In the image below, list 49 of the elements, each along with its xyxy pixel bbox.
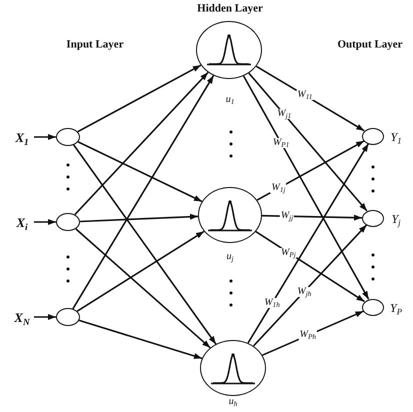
input-neuron xyxy=(56,128,80,146)
arrow xyxy=(72,75,214,310)
weight-label: W$_{1h}$ xyxy=(263,298,281,308)
layer-title: Output Layer xyxy=(337,40,403,50)
arrow xyxy=(248,72,368,212)
weight-label: W$_{Pj}$ xyxy=(280,248,297,258)
input-neuron xyxy=(56,213,80,231)
arrow xyxy=(80,214,198,222)
weight-label: W$_{Ph}$ xyxy=(298,330,317,340)
hidden-unit-label: u$_{j}$ xyxy=(226,252,234,262)
arrow xyxy=(255,230,365,302)
arrow xyxy=(242,76,370,300)
arrow xyxy=(74,72,209,216)
hidden-unit-label: u$_{h}$ xyxy=(228,397,238,407)
arrow xyxy=(78,320,202,360)
output-variable-label: Y$_{j}$ xyxy=(391,213,401,225)
arrow xyxy=(252,224,368,347)
weight-label: W$_{jh}$ xyxy=(296,286,312,297)
arrow xyxy=(34,314,56,320)
weight-label: W$_{11}$ xyxy=(296,90,314,100)
weight-label: W$_{P1}$ xyxy=(272,138,290,148)
hidden-unit-label: u$_{1}$ xyxy=(226,95,234,105)
hidden-neuron xyxy=(196,21,262,79)
arrow xyxy=(78,141,202,202)
arrow xyxy=(77,64,202,132)
weight-label: W$_{jj}$ xyxy=(280,211,294,222)
arrow xyxy=(76,230,204,312)
arrow xyxy=(262,214,362,221)
hidden-neuron xyxy=(200,340,266,396)
arrow xyxy=(34,134,56,140)
weight-label: W$_{1j}$ xyxy=(270,183,286,194)
arrow xyxy=(262,310,364,356)
input-neuron xyxy=(56,308,80,326)
output-variable-label: Y$_{1}$ xyxy=(390,131,402,143)
input-variable-label: X$_{N}$ xyxy=(10,308,34,326)
output-variable-label: Y$_{P}$ xyxy=(390,302,402,314)
arrow xyxy=(34,219,56,225)
output-neuron xyxy=(362,210,384,226)
arrow xyxy=(256,140,364,201)
arrow xyxy=(73,144,217,345)
arrow xyxy=(256,66,365,132)
layer-title: Input Layer xyxy=(66,40,124,50)
arrow xyxy=(75,228,211,348)
input-variable-label: X$_{1}$ xyxy=(10,128,34,146)
output-neuron xyxy=(362,298,384,316)
output-neuron xyxy=(362,128,384,144)
arrow xyxy=(247,143,370,344)
input-variable-label: X$_{i}$ xyxy=(10,213,34,231)
weight-label: W$_{j1}$ xyxy=(276,109,292,120)
